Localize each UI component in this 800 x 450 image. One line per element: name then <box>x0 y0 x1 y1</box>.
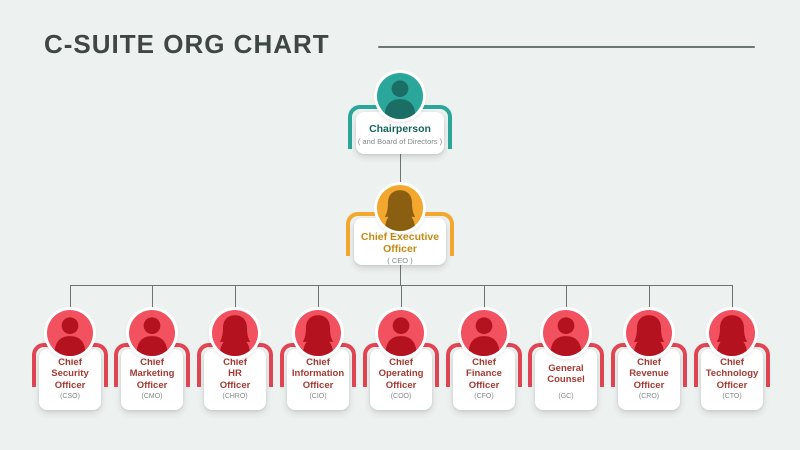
branch-stub <box>731 285 733 311</box>
org-node-chairperson: Chairperson ( and Board of Directors ) <box>348 73 452 154</box>
node-card: Chairperson ( and Board of Directors ) <box>356 112 444 154</box>
org-node-cio: Chief Information Officer (CIO) <box>280 310 356 410</box>
node-card: Chief Marketing Officer (CMO) <box>121 349 183 410</box>
female-silhouette-icon <box>212 310 258 356</box>
connector-ceo-branch <box>399 264 401 286</box>
female-silhouette-icon <box>377 185 423 231</box>
node-title: Chief Executive Officer <box>360 231 440 256</box>
node-card: Chief Revenue Officer (CRO) <box>618 349 680 410</box>
node-abbr: (CMO) <box>141 393 163 400</box>
branch-stub <box>400 285 402 311</box>
node-abbr: (CRO) <box>638 393 660 400</box>
female-silhouette-icon <box>295 310 341 356</box>
node-card: Chief Finance Officer (CFO) <box>453 349 515 410</box>
node-abbr: (COO) <box>390 393 412 400</box>
node-card: Chief Technology Officer (CTO) <box>701 349 763 410</box>
org-node-chro: Chief HR Officer (CHRO) <box>197 310 273 410</box>
org-node-cfo: Chief Finance Officer (CFO) <box>446 310 522 410</box>
node-card: Chief Operating Officer (COO) <box>370 349 432 410</box>
title-rule <box>378 46 755 48</box>
org-node-cso: Chief Security Officer (CSO) <box>32 310 108 410</box>
node-title: Chief Security Officer <box>51 357 89 391</box>
node-title: Chief Operating Officer <box>378 357 424 391</box>
node-subtitle: ( CEO ) <box>387 256 413 266</box>
node-subtitle: ( and Board of Directors ) <box>357 137 443 147</box>
org-node-cmo: Chief Marketing Officer (CMO) <box>114 310 190 410</box>
branch-stub <box>69 285 71 311</box>
node-abbr: (CIO) <box>309 393 327 400</box>
node-card: Chief Information Officer (CIO) <box>287 349 349 410</box>
male-silhouette-icon <box>377 73 423 119</box>
node-title: Chief Finance Officer <box>466 357 502 391</box>
node-title: Chief Revenue Officer <box>629 357 669 391</box>
branch-stub <box>317 285 319 311</box>
node-title: Chief HR Officer <box>219 357 251 391</box>
node-card: Chief Security Officer (CSO) <box>39 349 101 410</box>
node-abbr: (CHRO) <box>222 393 248 400</box>
org-node-coo: Chief Operating Officer (COO) <box>363 310 439 410</box>
node-title: General Counsel <box>547 362 585 385</box>
male-silhouette-icon <box>543 310 589 356</box>
branch-stub <box>483 285 485 311</box>
node-abbr: (CTO) <box>722 393 742 400</box>
org-node-cto: Chief Technology Officer (CTO) <box>694 310 770 410</box>
node-abbr: (CSO) <box>60 393 80 400</box>
org-node-cro: Chief Revenue Officer (CRO) <box>611 310 687 410</box>
male-silhouette-icon <box>378 310 424 356</box>
male-silhouette-icon <box>129 310 175 356</box>
node-title: Chief Technology Officer <box>705 357 759 391</box>
connector-chair-ceo <box>399 153 401 186</box>
page-title: C-SUITE ORG CHART <box>44 29 330 59</box>
female-silhouette-icon <box>709 310 755 356</box>
node-abbr: (GC) <box>558 393 574 400</box>
org-node-ceo: Chief Executive Officer ( CEO ) <box>346 185 454 265</box>
node-title: Chairperson <box>369 123 431 135</box>
female-silhouette-icon <box>626 310 672 356</box>
org-node-gc: General Counsel (GC) <box>528 310 604 410</box>
male-silhouette-icon <box>47 310 93 356</box>
node-title: Chief Information Officer <box>291 357 345 391</box>
node-abbr: (CFO) <box>474 393 494 400</box>
node-card: Chief HR Officer (CHRO) <box>204 349 266 410</box>
branch-stub <box>648 285 650 311</box>
branch-stub <box>234 285 236 311</box>
node-title: Chief Marketing Officer <box>129 357 175 391</box>
branch-stub <box>151 285 153 311</box>
male-silhouette-icon <box>461 310 507 356</box>
node-card: General Counsel (GC) <box>535 349 597 410</box>
branch-stub <box>565 285 567 311</box>
